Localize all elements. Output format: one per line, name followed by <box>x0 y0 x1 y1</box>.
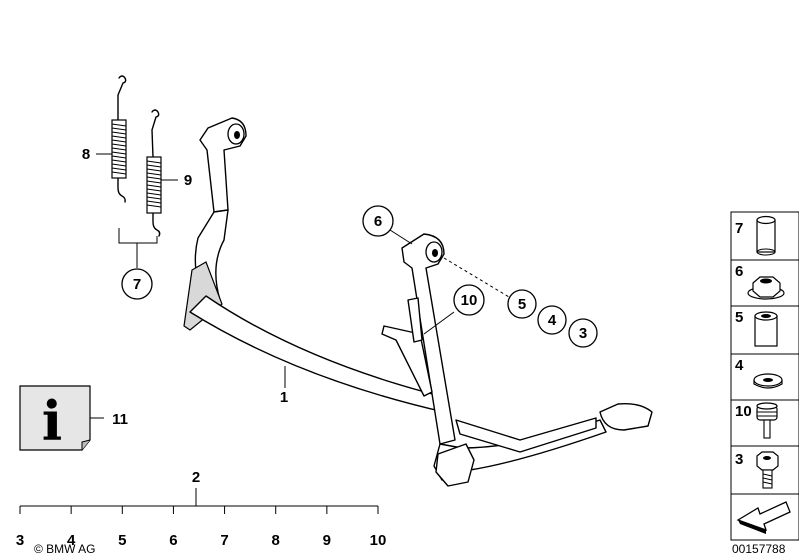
callout-10: 10 <box>453 284 485 316</box>
svg-text:5: 5 <box>518 296 526 313</box>
svg-text:3: 3 <box>579 325 587 342</box>
legend-number-7: 7 <box>735 220 743 237</box>
svg-text:i: i <box>42 389 63 453</box>
scale-label: 5 <box>118 532 126 549</box>
callout-11: 11 <box>112 411 128 428</box>
callout-5: 5 <box>507 289 537 319</box>
legend-panel: 7 6 5 4 10 3 <box>730 211 799 541</box>
hex-bolt-icon <box>756 451 779 489</box>
scale-label: 3 <box>16 532 24 549</box>
scale-label: 9 <box>323 532 331 549</box>
copyright: © BMW AG <box>34 542 96 556</box>
scale-label: 8 <box>272 532 280 549</box>
scale-label: 10 <box>370 532 387 549</box>
callout-9: 9 <box>184 172 192 189</box>
svg-text:10: 10 <box>461 292 478 309</box>
callout-2: 2 <box>192 469 200 486</box>
image-number: 00157788 <box>732 542 786 556</box>
rubber-buffer-icon <box>756 402 778 439</box>
washer-icon <box>753 373 783 389</box>
sleeve-icon <box>756 215 776 256</box>
callout-8: 8 <box>82 146 90 163</box>
legend-number-6: 6 <box>735 263 743 280</box>
legend-number-5: 5 <box>735 309 743 326</box>
svg-text:6: 6 <box>374 213 382 230</box>
legend-number-4: 4 <box>735 357 744 374</box>
center-stand[interactable] <box>183 117 653 487</box>
scale-label: 7 <box>220 532 228 549</box>
callout-6: 6 <box>362 205 394 237</box>
hex-nut-icon <box>747 276 785 300</box>
spring-8[interactable] <box>111 75 127 203</box>
spring-9[interactable] <box>146 109 162 237</box>
legend-number-3: 3 <box>735 451 743 468</box>
legend-number-10: 10 <box>735 403 752 420</box>
callout-1: 1 <box>280 389 288 406</box>
size-scale: 2 3 4 5 6 7 8 9 10 <box>16 469 387 549</box>
callout-4: 4 <box>537 305 567 335</box>
callout-7: 7 <box>121 268 153 300</box>
scale-label: 4 <box>67 532 76 549</box>
svg-text:7: 7 <box>133 276 141 293</box>
callout-3: 3 <box>568 318 598 348</box>
svg-text:4: 4 <box>548 312 557 329</box>
arrow-icon <box>736 501 791 534</box>
scale-label: 6 <box>169 532 177 549</box>
bushing-icon <box>754 311 778 347</box>
info-icon[interactable]: i <box>19 385 91 453</box>
